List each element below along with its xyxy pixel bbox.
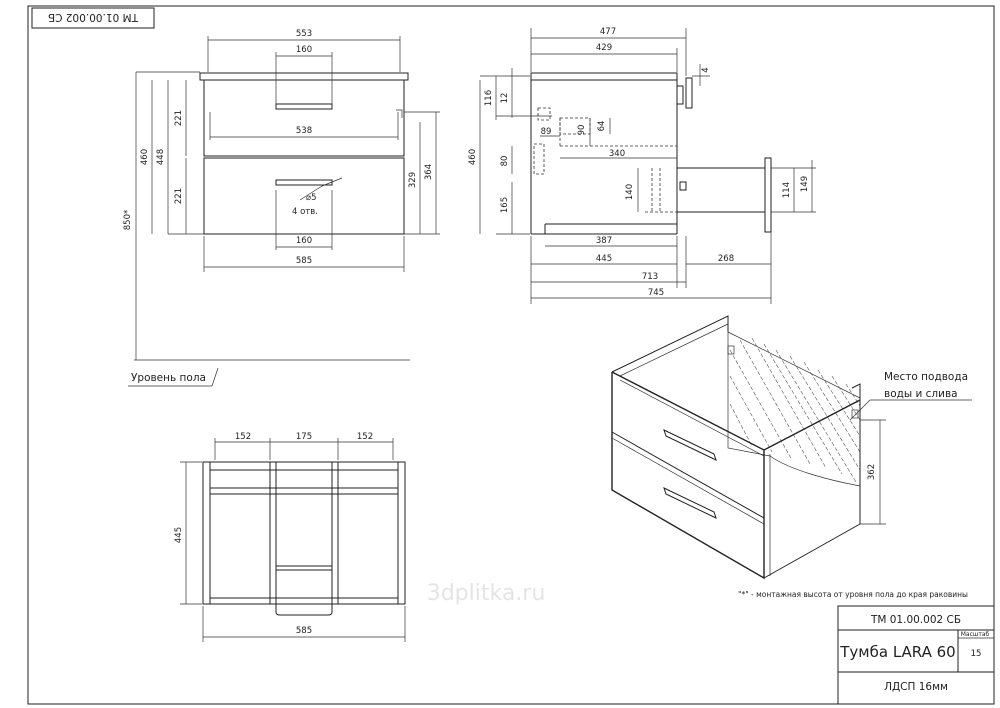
rear-wall-hatching (727, 331, 861, 487)
sheet-code-rotated: ТМ 01.00.002 СБ (48, 11, 139, 23)
dim-152-left: 152 (235, 432, 251, 442)
dim-448: 448 (156, 149, 166, 165)
dim-445-side: 445 (596, 254, 612, 264)
dim-221-bottom: 221 (174, 188, 184, 204)
dim-90: 90 (577, 125, 587, 136)
dim-745: 745 (648, 288, 664, 298)
dim-538: 538 (296, 126, 312, 136)
dim-477: 477 (600, 27, 616, 37)
title-block: ТМ 01.00.002 СБ Тумба LARA 60 Масштаб 15… (837, 605, 995, 705)
side-view: 477 429 4 116 12 89 90 64 340 460 80 165… (468, 27, 816, 304)
dim-160-top: 160 (296, 45, 312, 55)
dim-165: 165 (500, 197, 510, 213)
dim-445-top: 445 (174, 527, 184, 543)
scale-value: 15 (971, 649, 982, 659)
dim-12: 12 (500, 93, 510, 104)
supply-label-line2: воды и слива (884, 388, 958, 400)
dim-585-front: 585 (296, 256, 312, 266)
dim-850: 850* (123, 210, 133, 230)
dim-460-side: 460 (468, 149, 478, 165)
dim-268: 268 (718, 254, 734, 264)
dim-64: 64 (597, 121, 607, 132)
dim-429: 429 (596, 43, 612, 53)
front-view: 553 160 538 160 585 ⌀5 4 отв. 850* 460 4… (123, 29, 440, 387)
dim-387: 387 (596, 236, 612, 246)
scale-caption: Масштаб (961, 631, 990, 638)
hole-diameter: ⌀5 (306, 193, 317, 203)
dim-4: 4 (701, 67, 711, 72)
dim-329: 329 (408, 172, 418, 188)
dim-114: 114 (782, 182, 792, 198)
title-code: ТМ 01.00.002 СБ (870, 614, 961, 626)
dim-80: 80 (500, 156, 510, 167)
dim-553: 553 (296, 29, 312, 39)
top-view: 152 175 152 445 585 (174, 432, 406, 642)
dim-152-right: 152 (357, 432, 373, 442)
floor-level-label: Уровень пола (131, 372, 206, 384)
isometric-view: Место подвода воды и слива 362 (611, 315, 972, 580)
title-material: ЛДСП 16мм (884, 681, 948, 693)
dim-340: 340 (609, 149, 625, 159)
dim-175: 175 (296, 432, 312, 442)
dim-460-front: 460 (140, 149, 150, 165)
dim-362: 362 (867, 464, 877, 480)
sheet-frame (27, 5, 995, 705)
dim-160-bottom: 160 (296, 236, 312, 246)
dim-149: 149 (800, 176, 810, 192)
dim-221-top: 221 (174, 110, 184, 126)
mounting-note: "*" - монтажная высота от уровня пола до… (738, 590, 968, 599)
sheet-code-stamp: ТМ 01.00.002 СБ (31, 7, 155, 29)
title-name: Тумба LARA 60 (839, 643, 955, 661)
dim-140: 140 (625, 184, 635, 200)
dim-116: 116 (484, 90, 494, 106)
dim-364: 364 (424, 164, 434, 180)
dim-89: 89 (541, 127, 552, 137)
supply-label-line1: Место подвода (884, 371, 968, 383)
dim-713: 713 (642, 272, 658, 282)
watermark: 3dplitka.ru (427, 581, 546, 606)
hole-count: 4 отв. (292, 207, 318, 217)
dim-585-top: 585 (296, 626, 312, 636)
